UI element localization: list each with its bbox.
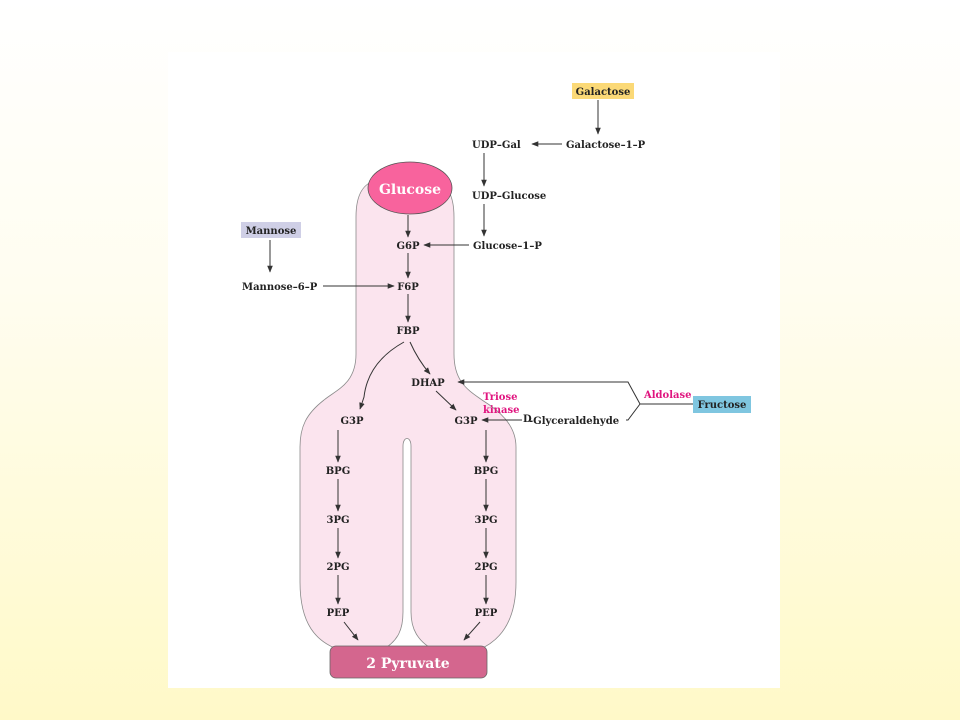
- g3p-right-label: G3P: [454, 416, 477, 427]
- fructose-label: Fructose: [698, 400, 747, 411]
- glucose-node: [367, 161, 453, 215]
- pyruvate-label: 2 Pyruvate: [366, 656, 450, 672]
- glycolysis-pathway-shape: [299, 179, 517, 653]
- main-arrows: [335, 215, 489, 641]
- mannose-box: [241, 222, 301, 238]
- galactose-label: Galactose: [576, 87, 631, 98]
- aldolase-label: Aldolase: [643, 390, 692, 401]
- mannose-label: Mannose: [246, 226, 297, 237]
- fbp-label: FBP: [396, 326, 420, 337]
- pep-left-label: PEP: [327, 608, 350, 619]
- bpg-left-label: BPG: [326, 466, 351, 477]
- glyceraldehyde-label: -Glyceraldehyde: [529, 416, 619, 427]
- galactose-box: [572, 83, 634, 99]
- d-prefix-label: D: [523, 414, 532, 425]
- triose-kinase-line1: Triose: [483, 392, 517, 403]
- udp-glucose-label: UDP–Glucose: [472, 191, 546, 202]
- dhap-label: DHAP: [411, 378, 445, 389]
- 2pg-left-label: 2PG: [326, 562, 349, 573]
- galactose-1p-label: Galactose–1–P: [566, 140, 646, 151]
- pyruvate-node: [329, 645, 488, 679]
- f6p-label: F6P: [397, 282, 419, 293]
- glycolysis-diagram: Glucose 2 Pyruvate G6P F6P FBP DHAP G3P …: [241, 83, 751, 679]
- bpg-right-label: BPG: [474, 466, 499, 477]
- 2pg-right-label: 2PG: [474, 562, 497, 573]
- 3pg-left-label: 3PG: [326, 515, 349, 526]
- mannose-6p-label: Mannose–6–P: [242, 282, 318, 293]
- udp-gal-label: UDP–Gal: [472, 140, 521, 151]
- pep-right-label: PEP: [475, 608, 498, 619]
- g3p-left-label: G3P: [340, 416, 363, 427]
- fructose-box: [693, 396, 751, 413]
- glucose-1p-label: Glucose–1–P: [473, 241, 542, 252]
- 3pg-right-label: 3PG: [474, 515, 497, 526]
- triose-kinase-line2: kinase: [483, 405, 519, 416]
- diagram-panel: Glucose 2 Pyruvate G6P F6P FBP DHAP G3P …: [168, 52, 780, 688]
- g6p-label: G6P: [396, 241, 419, 252]
- glucose-label: Glucose: [379, 182, 441, 198]
